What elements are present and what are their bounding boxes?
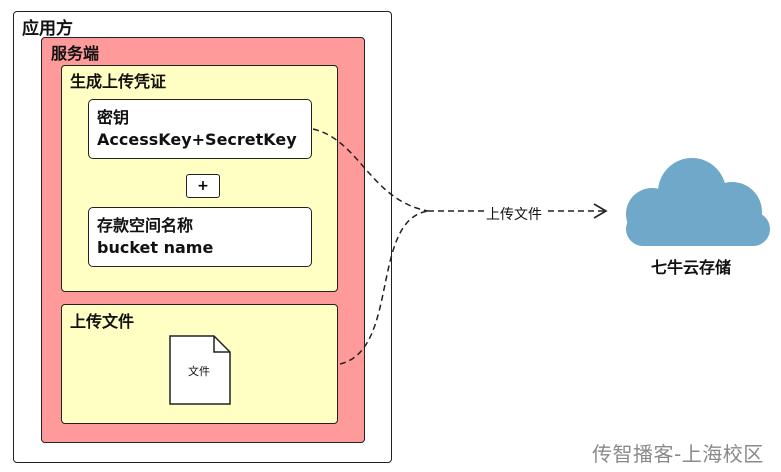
- arrow-head-icon: [593, 203, 608, 219]
- bucket-name-label: 存款空间名称: [97, 216, 194, 235]
- bucket-name-value: bucket name: [97, 238, 214, 257]
- connector-from-key: [312, 128, 429, 212]
- qiniu-cloud-label: 七牛云存储: [651, 258, 732, 277]
- bucket-name-node: 存款空间名称 bucket name: [88, 207, 312, 267]
- connector-from-file: [339, 210, 429, 365]
- secret-key-label: 密钥: [97, 108, 130, 127]
- generate-credential-title: 生成上传凭证: [70, 72, 167, 91]
- secret-key-node: 密钥 AccessKey+SecretKey: [88, 99, 312, 159]
- server-title: 服务端: [51, 44, 100, 63]
- upload-file-title: 上传文件: [70, 312, 135, 331]
- cloud-icon: [626, 158, 770, 246]
- secret-key-value: AccessKey+SecretKey: [97, 130, 297, 149]
- app-title: 应用方: [22, 19, 73, 39]
- watermark: 传智播客-上海校区: [592, 442, 764, 466]
- document-icon: [169, 335, 231, 405]
- plus-node: +: [186, 174, 220, 198]
- file-label: 文件: [188, 365, 210, 378]
- upload-edge-label: 上传文件: [484, 204, 544, 224]
